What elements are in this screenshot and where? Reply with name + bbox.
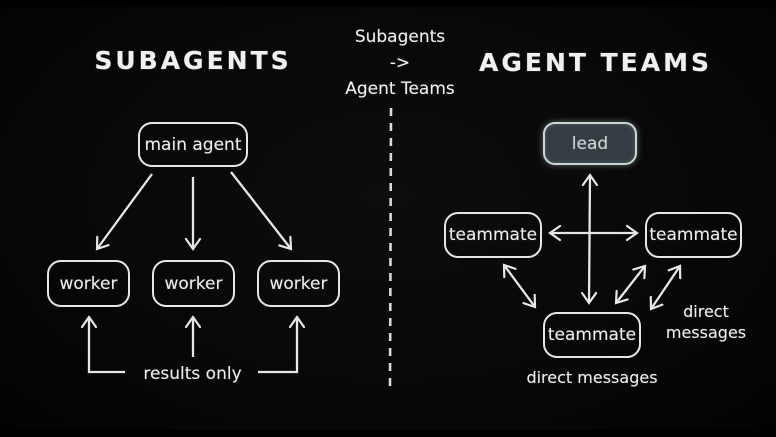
direct-messages-bottom-caption: direct messages [526, 368, 658, 387]
direct-messages-side-caption: direct messages [660, 301, 752, 343]
node-teammate-right: teammate [645, 212, 742, 258]
center-caption: Subagents -> Agent Teams [330, 24, 470, 102]
arrow-teammate-right-bottom-1 [616, 266, 645, 303]
letterbox-bottom [0, 430, 776, 437]
direct-messages-side-line2: messages [665, 323, 747, 342]
arrow-teammate-left-bottom [504, 265, 535, 307]
arrow-results-to-worker1 [89, 317, 125, 374]
arrow-main-to-worker1 [97, 173, 153, 249]
node-lead: lead [543, 122, 637, 165]
node-teammate-left: teammate [444, 212, 542, 258]
node-worker-1: worker [47, 260, 130, 307]
node-worker-3: worker [257, 260, 340, 307]
center-caption-arrow: -> [389, 53, 411, 73]
arrow-lead-bottom-teammate [589, 175, 590, 303]
arrow-teammate-right-bottom-2 [651, 266, 680, 309]
right-panel-title: AGENT TEAMS [479, 48, 712, 77]
node-worker-2: worker [152, 260, 235, 307]
arrow-results-to-worker3 [258, 317, 297, 374]
direct-messages-side-line1: direct [683, 302, 729, 321]
center-caption-line1: Subagents [354, 27, 446, 47]
letterbox-top [0, 0, 776, 7]
center-caption-line3: Agent Teams [345, 79, 455, 99]
node-main-agent: main agent [138, 122, 248, 167]
divider-dashed-line [388, 107, 393, 391]
left-panel-title: SUBAGENTS [94, 46, 292, 75]
arrow-main-to-worker3 [230, 171, 291, 249]
node-teammate-bottom: teammate [543, 312, 641, 358]
results-only-caption: results only [143, 364, 242, 384]
